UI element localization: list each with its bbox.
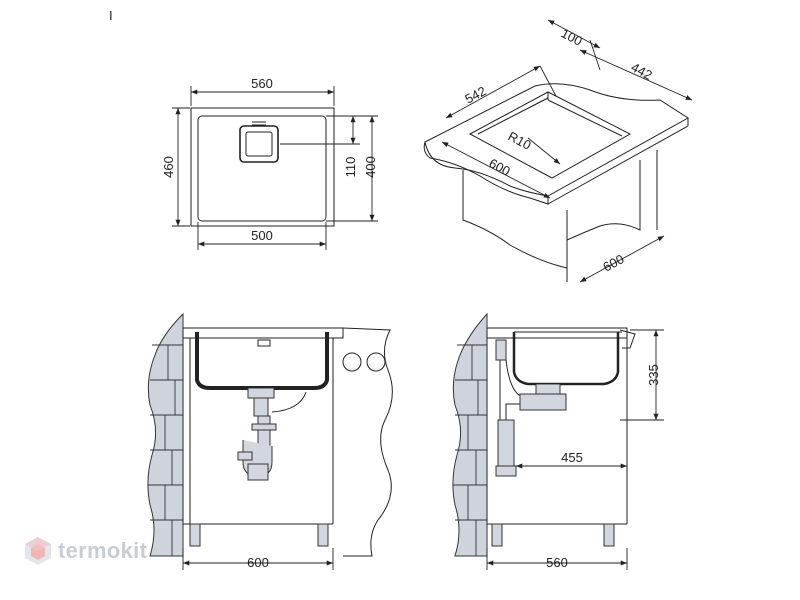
dim-label-560-side: 560	[546, 555, 568, 570]
overflow-connector	[495, 339, 507, 361]
front-view: 600	[147, 312, 393, 570]
cabinet-right-wall	[566, 160, 641, 241]
dim-label-335: 335	[646, 364, 661, 386]
dim-label-400: 400	[363, 156, 378, 178]
side-view: 335 455 560	[452, 312, 664, 570]
siphon-vertical	[257, 415, 271, 447]
drain-body	[247, 387, 275, 399]
worktop-surface	[424, 83, 689, 197]
dim-label-560: 560	[251, 76, 273, 91]
dim-line-600-front	[441, 141, 551, 199]
dim-label-600-front: 600	[487, 155, 513, 178]
siphon-pipe-side	[505, 403, 520, 420]
radius-leader	[527, 137, 561, 165]
dim-label-100: 100	[559, 25, 585, 48]
cabinet-side-panel	[342, 327, 393, 557]
dim-label-600-side: 600	[600, 251, 626, 274]
radius-label: R10	[506, 128, 534, 152]
sink-outer-outline	[190, 107, 335, 227]
cabinet-leg-front	[603, 523, 615, 547]
dim-line-542	[445, 65, 541, 119]
hexagon-logo-icon	[25, 537, 51, 565]
ext-line	[539, 65, 557, 97]
drain-body-side	[535, 383, 561, 395]
overflow-opening	[257, 339, 271, 347]
drain-cover-outer	[239, 125, 279, 163]
drain-assembly-side	[519, 393, 567, 411]
brick-lines-side	[453, 344, 487, 556]
isometric-view: 100 442 542 R10 600 600	[423, 19, 693, 283]
cabinet-left-wall	[462, 170, 568, 269]
dim-line-600-side	[579, 235, 665, 283]
cabinet-leg-back	[491, 523, 503, 547]
cabinet-hole-2	[366, 352, 386, 372]
worktop-side	[486, 327, 628, 339]
sink-wall-bottom	[547, 99, 623, 137]
watermark-text: termokit	[58, 538, 148, 563]
cabinet-leg-right	[317, 523, 329, 547]
siphon-base-side	[495, 465, 517, 477]
dim-label-110: 110	[343, 157, 358, 178]
siphon-bottle	[247, 463, 269, 481]
overflow-hose-side	[505, 359, 526, 399]
dim-label-460: 460	[161, 156, 176, 178]
corner-marker: I	[109, 8, 113, 23]
siphon-nut	[251, 423, 277, 431]
drain-cover-inner	[245, 131, 273, 157]
worktop-right-edge	[547, 125, 689, 205]
dim-label-455: 455	[561, 450, 583, 465]
siphon-outlet	[237, 451, 253, 461]
cabinet-hole-1	[342, 352, 362, 372]
sink-bowl-outline	[197, 115, 327, 222]
worktop-front-edge	[423, 141, 549, 205]
cabinet-leg-left	[189, 523, 201, 547]
dim-label-500: 500	[251, 228, 273, 243]
top-view: 560 500 460 110 400	[161, 76, 378, 250]
drain-pipe	[253, 397, 269, 417]
dim-label-600-front-view: 600	[247, 555, 269, 570]
worktop	[182, 327, 344, 339]
dim-line-442	[579, 49, 693, 101]
brick-lines	[148, 344, 183, 556]
dim-label-442: 442	[629, 59, 655, 82]
watermark-logo: termokit	[24, 536, 147, 566]
worktop-edge-side	[619, 329, 636, 349]
sink-bowl-side	[512, 332, 620, 386]
dim-label-542: 542	[462, 83, 488, 106]
overflow-hose	[271, 391, 307, 413]
